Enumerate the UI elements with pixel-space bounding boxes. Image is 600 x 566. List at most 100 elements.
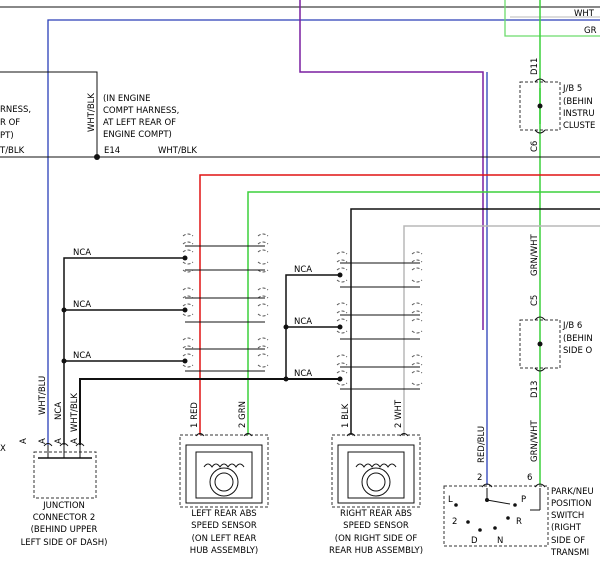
wire-nca-right [285,274,340,379]
right-sensor-line2: SPEED SENSOR [343,521,409,531]
wire-label-wht: 2 WHT [394,399,404,428]
nca-label: NCA [294,317,312,327]
splice-dot [337,324,343,330]
engine-vertical-wire: WHT/BLK [87,93,97,132]
wire-label-blk: 1 BLK [341,403,351,428]
jb5-title: J/B 5 [562,84,582,94]
jb6-title: J/B 6 [562,321,582,331]
junction-line3: (BEHIND UPPER [31,525,98,535]
top-wht-label: WHT [574,9,595,19]
splice-dot [61,307,67,313]
engine-note-1: (IN ENGINE [103,94,150,104]
wire-label-red-blu: RED/BLU [477,426,487,463]
wire-label-red: 1 RED [190,402,200,428]
park-pos-n: N [497,536,503,546]
splice-dot [182,307,188,313]
junction-pin-a: A [38,438,48,444]
top-grn-label: GR [584,26,597,36]
jb6-line2: SIDE O [563,346,593,356]
nca-label: NCA [294,369,312,379]
park-pos-p: P [521,495,526,505]
engine-note-4: ENGINE COMPT) [103,130,172,140]
nca-label: NCA [73,300,91,310]
right-sensor-title: RIGHT REAR ABS [340,509,412,519]
junction-title: JUNCTION [42,501,85,511]
e14-connector: E14 [104,146,120,156]
jb5-box [519,78,561,134]
junction-connector-2 [33,443,97,499]
wire-label-nca-a: NCA [54,402,64,420]
splice-dot [182,255,188,261]
left-sensor-line3: (ON LEFT REAR [192,534,257,544]
left-harness-wire: T/BLK [0,146,25,156]
wire-label-left-x: X [0,444,6,454]
splice-dot [283,376,289,382]
splice-dot [94,154,100,160]
wire-wht-blu [47,19,600,445]
park-pos-2: 2 [452,517,457,527]
left-harness-line1: RNESS, [0,105,31,115]
wire-label-grn-wht-bottom: GRN/WHT [530,419,540,462]
splice-dot [337,376,343,382]
wire-wht-blk-shield [79,378,340,445]
jb5-line1: (BEHIN [563,97,593,107]
park-switch-line5: SIDE OF [551,536,585,546]
wire-black [350,208,600,435]
jb6-pin-bottom: D13 [530,381,540,398]
left-harness-line3: PT) [0,131,14,141]
wire-engine-compt [0,71,98,157]
nca-label: NCA [73,351,91,361]
right-sensor-line3: (ON RIGHT SIDE OF [335,534,418,544]
wire-nca-left [63,257,185,445]
wire-label-grn: 2 GRN [238,401,248,428]
left-sensor-line4: HUB ASSEMBLY) [190,546,258,556]
right-sensor-body [331,433,421,508]
park-pos-d: D [471,536,478,546]
wire-label-grn-wht-top: GRN/WHT [530,233,540,276]
splice-dot [61,358,67,364]
park-pin-6: 6 [527,473,532,483]
splice-dot [182,358,188,364]
park-pin-2: 2 [477,473,482,483]
wire-label-wht-blk: WHT/BLK [70,393,80,432]
splice-dot [283,324,289,330]
junction-pin-a: A [70,438,80,444]
shield-group-left [182,233,269,368]
jb6-box [519,316,561,372]
park-switch-line3: SWITCH [551,511,584,521]
jb5-pin-top: D11 [530,58,540,75]
left-sensor-title: LEFT REAR ABS [191,509,256,519]
park-switch-line6: TRANSMI [550,548,589,558]
wire-label-wht-blu: WHT/BLU [38,376,48,415]
jb5-line2: INSTRU [563,109,595,119]
jb6-pin-top: C5 [530,295,540,306]
jb5-line3: CLUSTE [563,121,595,131]
junction-pin-a: A [19,438,29,444]
splice-dot [337,272,343,278]
junction-pin-a: A [54,438,64,444]
shield-group-right [336,251,423,386]
jb5-pin-bottom: C6 [530,141,540,152]
park-pos-r: R [516,517,522,527]
park-switch-line2: POSITION [551,499,591,509]
engine-note-2: COMPT HARNESS, [103,106,179,116]
left-sensor-line2: SPEED SENSOR [191,521,257,531]
park-pos-l: L [448,495,453,505]
wire-top-green [504,0,600,37]
nca-label: NCA [73,248,91,258]
park-switch-title: PARK/NEU [551,487,594,497]
shield-lines [185,245,420,390]
left-sensor-body [179,433,269,508]
e14-wire: WHT/BLK [158,146,197,156]
wire-green [247,191,600,435]
wire-gray [403,225,600,435]
jb6-line1: (BEHIN [563,334,593,344]
junction-line4: LEFT SIDE OF DASH) [21,538,108,548]
park-switch-line4: (RIGHT [551,523,582,533]
nca-label: NCA [294,265,312,275]
right-sensor-line4: REAR HUB ASSEMBLY) [329,546,423,556]
engine-note-3: AT LEFT REAR OF [103,118,176,128]
park-switch-body [443,483,549,547]
